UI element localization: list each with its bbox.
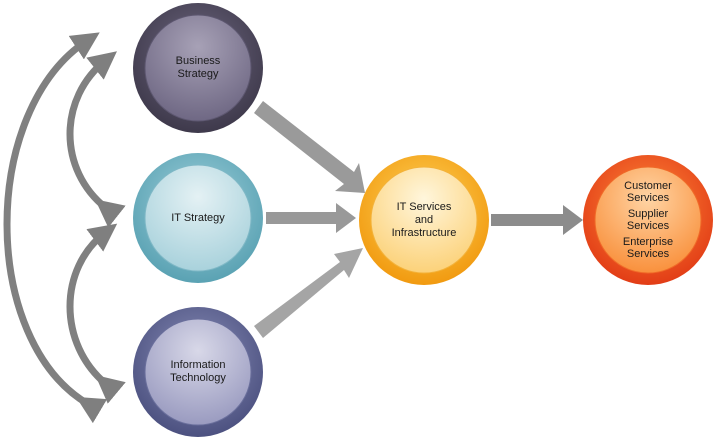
node-information-technology [133, 307, 263, 437]
customer-line-5: Enterprise [622, 236, 674, 248]
customer-services-label: Customer Services Supplier Services Ente… [598, 174, 698, 266]
arrow-infotech-to-services [254, 248, 363, 338]
customer-line-6: Services [626, 248, 670, 260]
node-business-strategy [133, 3, 263, 133]
it-strategy-line-1: IT Strategy [171, 211, 225, 224]
arrow-services-to-customer [491, 205, 583, 235]
customer-line-1: Customer [624, 180, 672, 192]
flow-arrows [254, 101, 583, 338]
information-technology-label: Information Technology [148, 342, 248, 402]
business-strategy-label: Business Strategy [148, 38, 248, 98]
customer-line-3: Supplier [627, 208, 669, 220]
services-line-2: and [414, 213, 434, 226]
node-it-strategy [133, 153, 263, 283]
node-customer-services [583, 155, 713, 285]
infotech-line-2: Technology [170, 372, 226, 384]
arrow-itstrategy-to-services [266, 203, 356, 233]
services-line-3: Infrastructure [391, 226, 457, 239]
arrow-business-to-services [254, 101, 365, 193]
outer-curve-arrow [3, 32, 108, 424]
services-line-1: IT Services [396, 200, 452, 213]
customer-line-2: Services [626, 192, 670, 204]
business-line-1: Business [175, 55, 221, 67]
customer-line-4: Services [626, 220, 670, 232]
it-strategy-label: IT Strategy [148, 188, 248, 248]
infotech-line-1: Information [170, 359, 226, 371]
lower-curve-arrow [66, 223, 126, 404]
upper-curve-arrow [66, 51, 126, 228]
feedback-arrows [3, 32, 126, 424]
business-line-2: Strategy [177, 68, 219, 80]
node-it-services [359, 155, 489, 285]
it-services-label: IT Services and Infrastructure [374, 186, 474, 254]
